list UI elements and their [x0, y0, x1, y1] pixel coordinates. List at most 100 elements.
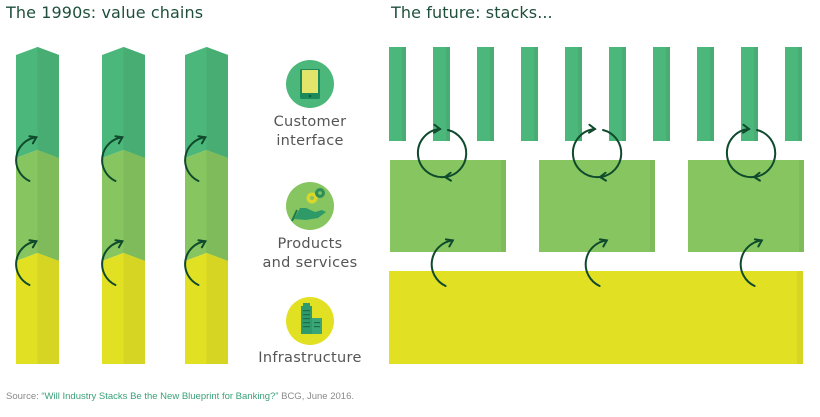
arrowhead — [753, 238, 764, 248]
value-chain-pillars — [16, 47, 228, 364]
source-link[interactable]: “Will Industry Stacks Be the New Bluepri… — [41, 391, 279, 402]
segment-shade — [37, 150, 59, 261]
interaction-arrows — [15, 123, 777, 287]
segment-shade — [123, 150, 145, 261]
arc — [15, 136, 38, 182]
label-line: and services — [262, 255, 358, 271]
arrowhead — [443, 171, 452, 182]
half-cycle-arrow-icon — [184, 240, 207, 286]
block-shade — [797, 271, 803, 364]
arc — [101, 136, 124, 182]
value-chain-pillar — [185, 47, 228, 364]
half-cycle-arrow-icon — [101, 136, 124, 182]
bar-shade — [754, 47, 758, 141]
customer-interface-bar — [785, 47, 802, 141]
half-cycle-arrow-icon — [15, 136, 38, 182]
half-cycle-arrow-icon — [15, 240, 38, 286]
bar-shade — [710, 47, 714, 141]
bar-shade — [798, 47, 802, 141]
arc — [739, 239, 763, 287]
customer-interface-bar — [653, 47, 670, 141]
segment-shade — [37, 253, 59, 364]
arrowhead — [588, 123, 597, 134]
half-cycle-arrow-icon — [101, 240, 124, 286]
source-suffix: BCG, June 2016. — [278, 391, 354, 402]
segment-shade — [37, 47, 59, 158]
arc — [101, 240, 124, 286]
label-line: Infrastructure — [258, 350, 362, 366]
arrowhead — [197, 135, 207, 145]
arc-left — [571, 128, 600, 179]
arrowhead — [197, 239, 207, 249]
label-line: Products — [277, 236, 343, 252]
office-buildings-icon — [286, 297, 334, 345]
arc-left — [725, 128, 754, 179]
arc — [184, 240, 207, 286]
bar-shade — [402, 47, 406, 141]
cycle-arrow-icon — [416, 128, 468, 179]
label-line: interface — [276, 133, 344, 149]
arc — [15, 240, 38, 286]
bar-shade — [534, 47, 538, 141]
value-chain-pillar — [102, 47, 145, 364]
half-cycle-arrow-icon — [739, 239, 763, 287]
block-shade — [799, 160, 804, 252]
half-cycle-arrow-icon — [184, 136, 207, 182]
hand-with-gears-icon — [286, 182, 334, 230]
bar-shade — [490, 47, 494, 141]
arc-right — [754, 129, 777, 178]
bar-shade — [622, 47, 626, 141]
segment-shade — [123, 253, 145, 364]
arrowhead — [28, 239, 38, 249]
products-services-block — [688, 160, 804, 252]
customer-interface-bar — [741, 47, 758, 141]
segment-shade — [206, 47, 228, 158]
customer-interface-bar — [433, 47, 450, 141]
label-products-and-services: Products and services — [250, 235, 370, 273]
cycle-arrow-icon — [571, 128, 623, 179]
arc-right — [445, 129, 468, 178]
products-services-block — [539, 160, 655, 252]
bar-shade — [666, 47, 670, 141]
arrowhead — [742, 123, 751, 134]
segment-shade — [123, 47, 145, 158]
smartphone-icon — [286, 60, 334, 108]
arrowhead — [114, 239, 124, 249]
arc-right — [600, 129, 623, 178]
label-line: Customer — [273, 114, 347, 130]
stack-blocks — [389, 47, 804, 364]
customer-interface-bar — [565, 47, 582, 141]
label-customer-interface: Customer interface — [255, 113, 365, 151]
customer-interface-bar — [609, 47, 626, 141]
block-shade — [501, 160, 506, 252]
segment-shade — [206, 150, 228, 261]
source-prefix: Source: — [6, 391, 42, 402]
bar-shade — [578, 47, 582, 141]
label-infrastructure: Infrastructure — [250, 349, 370, 368]
cycle-arrow-icon — [725, 128, 777, 179]
arc — [430, 239, 454, 287]
bar-shade — [446, 47, 450, 141]
arrowhead — [598, 238, 609, 248]
arc — [584, 239, 608, 287]
customer-interface-bar — [697, 47, 714, 141]
customer-interface-bar — [477, 47, 494, 141]
arrowhead — [433, 123, 442, 134]
arc — [184, 136, 207, 182]
arc-left — [416, 128, 445, 179]
arrowhead — [114, 135, 124, 145]
segment-shade — [206, 253, 228, 364]
arrowhead — [598, 171, 607, 182]
customer-interface-bar — [521, 47, 538, 141]
arrowhead — [444, 238, 455, 248]
block-shade — [650, 160, 655, 252]
arrowhead — [752, 171, 761, 182]
customer-interface-bar — [389, 47, 406, 141]
value-chain-pillar — [16, 47, 59, 364]
arrowhead — [28, 135, 38, 145]
title-value-chains: The 1990s: value chains — [6, 3, 204, 22]
infrastructure-block — [389, 271, 803, 364]
source-note: Source: “Will Industry Stacks Be the New… — [6, 391, 354, 402]
half-cycle-arrow-icon — [584, 239, 608, 287]
